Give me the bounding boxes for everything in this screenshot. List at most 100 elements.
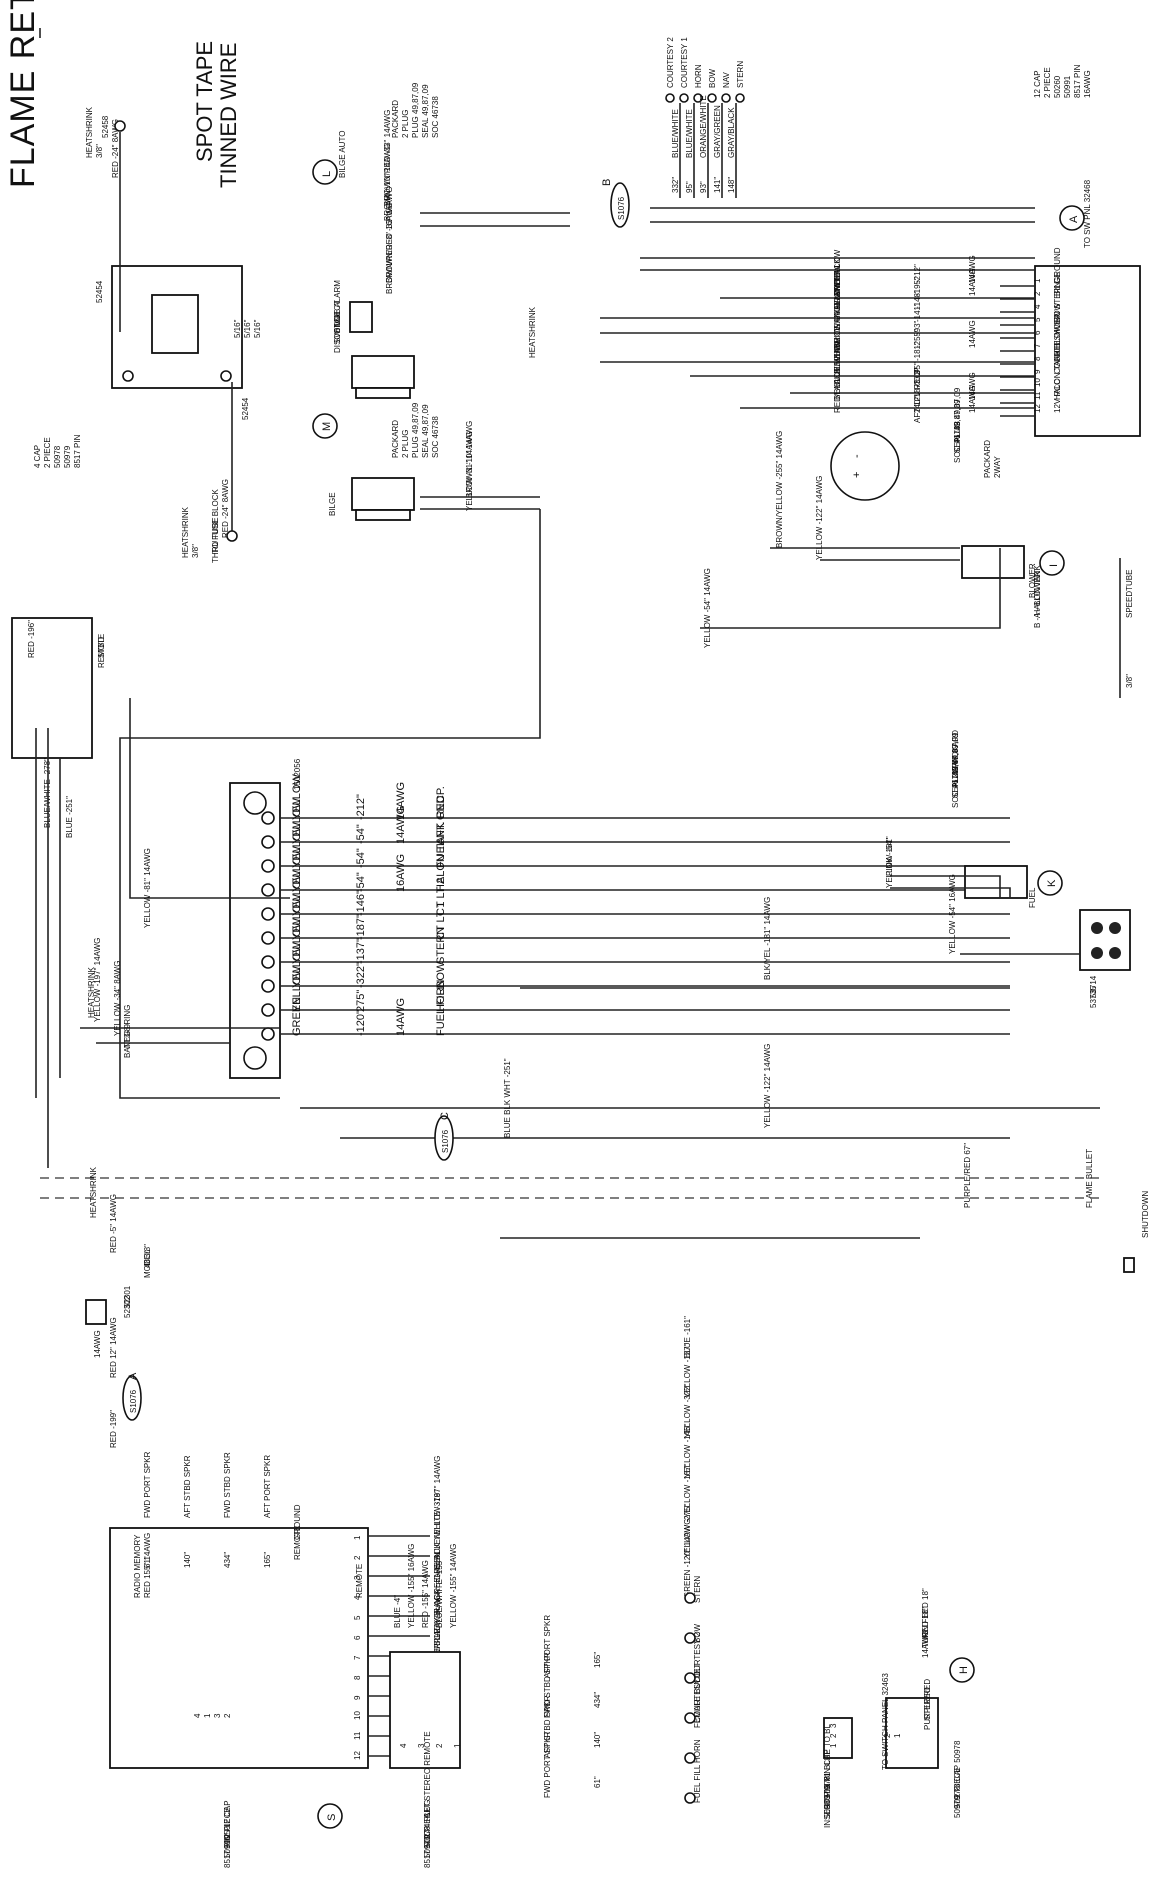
- bus-bar-row-gauge: 14AWG: [395, 998, 407, 1036]
- fuse-note-2: 48: [143, 1259, 152, 1268]
- connector-k-wire-2: YELLOW -54": [885, 838, 894, 888]
- aft-remote-wire: BLUE -4": [393, 1595, 402, 1628]
- stbd-remote-wire-3: RED -196": [27, 620, 36, 658]
- connector-l-desc-4: SEAL 49,87,09: [421, 84, 430, 138]
- breaker-part-3: 52454: [241, 397, 250, 420]
- plug-3pin-desc-5: INSERT PIN #1 BLUE TO BL: [823, 1724, 832, 1828]
- top-lead-terminal: [679, 93, 689, 103]
- connector-i-wire-2: YELLOW -122" 14AWG: [815, 476, 824, 560]
- connector-a: A TO SW PNL 32468 12 CAP 2 PIECE 50260 5…: [1033, 64, 1141, 437]
- connector-m-body: [351, 477, 415, 511]
- connector-a-pin-label: COURTESY: [1053, 329, 1062, 374]
- bottom-lead-spkr-len: 434": [593, 1692, 602, 1708]
- aft-remote-desc-2: 4 PLUG: [423, 1800, 432, 1828]
- top-lead-label: STERN: [736, 61, 745, 88]
- bottom-lead-wire: YELLOW -146": [683, 1423, 692, 1478]
- connector-a-pin-wire: BROWN: [833, 265, 842, 296]
- connector-l-sub-note-3: DISCONNECT: [333, 300, 342, 353]
- connector-h-pin-2: 2: [883, 1733, 892, 1738]
- top-lead-label: NAV: [722, 71, 731, 88]
- radio-spkr: AFT STBD SPKR: [183, 1455, 192, 1518]
- bottom-lead-label: COURTESY 1: [693, 1672, 702, 1723]
- stbd-remote-desc-3: 50978: [53, 445, 62, 468]
- aft-recp-body: [830, 431, 900, 501]
- bottom-lead-spkr: FWD PORT SPKR: [543, 1731, 552, 1798]
- connector-a-pin-len: 95": [913, 362, 922, 374]
- fuse-note-3: MODEL: [143, 1249, 152, 1278]
- connector-l-wire-1: BROWN/RED -33" 14AWG: [383, 110, 392, 206]
- bus-bar-row-label: CT LT 2: [435, 877, 447, 916]
- bottom-lead-label: STERN: [693, 1576, 702, 1603]
- aft-remote-wire: BLUE/WHITE -155": [435, 1558, 444, 1628]
- radio-pin-number: 8: [353, 1675, 362, 1680]
- breaker-len-1: 3/8": [95, 144, 104, 158]
- connector-k-label: FUEL: [1028, 887, 1037, 908]
- fuse-holder-body: [85, 1299, 107, 1325]
- bus-bar-row-wire: YELLOW: [291, 822, 303, 868]
- connector-i-wire-1: BROWN/YELLOW -255" 14AWG: [775, 431, 784, 548]
- bus-bar-stud: [261, 907, 275, 921]
- connector-i-body: [961, 545, 1025, 579]
- aft-recp-desc-3: SEAL 49,87,09: [953, 399, 962, 453]
- radio-pin-label: GROUND: [293, 1504, 302, 1540]
- bottom-lead-label: COURTESY 2: [693, 1632, 702, 1683]
- connector-m-desc-3: PLUG 49,87,09: [411, 402, 420, 458]
- radio-title-1: RADIO MEMORY: [133, 1534, 142, 1598]
- connector-a-pin-number: 11: [1033, 391, 1042, 400]
- connector-i-letter: I: [1048, 564, 1060, 567]
- aft-remote-pin-number: 4: [399, 1743, 408, 1748]
- connector-k-desc-1: PACKARD: [951, 730, 960, 768]
- bottom-lead-spkr-len: 165": [593, 1652, 602, 1668]
- radio-spkr: AFT PORT SPKR: [263, 1455, 272, 1518]
- aft-remote-desc-6: 8517 SOC: [423, 1830, 432, 1868]
- bottom-lead-wire: YELLOW -137": [683, 1343, 692, 1398]
- splice-c-text: S1076: [441, 1129, 450, 1153]
- left-wire-note-3: BATT: [123, 1038, 132, 1058]
- radio-pin-number: 3: [353, 1575, 362, 1580]
- connector-m-desc-1: PACKARD: [391, 420, 400, 458]
- block-pin-1: [1091, 947, 1103, 959]
- connector-a-pin-number: 5: [1033, 317, 1042, 322]
- connector-a-pin-len: -141": [913, 303, 922, 322]
- bus-bar-row-len: -54": [355, 824, 367, 844]
- flame-bullet-body: [1123, 1257, 1135, 1273]
- bus-bar-row-len: -120": [355, 1010, 367, 1036]
- bottom-lead-wire: YELLOW -275": [683, 1503, 692, 1558]
- connector-a-desc-2: 2 PIECE: [1043, 67, 1052, 98]
- connector-a-desc-4: 50991: [1063, 75, 1072, 98]
- block-4way-part-1: 53714: [1089, 975, 1098, 998]
- bottom-lead-terminal: [684, 1672, 696, 1684]
- connector-m-wire-1: BROWN -10" 14AWG: [465, 421, 474, 498]
- aft-remote-wire: RED -155" 14AWG: [421, 1560, 430, 1628]
- stbd-remote-pin-3: 3: [213, 1713, 222, 1718]
- connector-h-wire-1: RED 18": [921, 1607, 930, 1638]
- bus-bar-row-wire: YELLOW: [291, 942, 303, 988]
- breaker-to-fuse-2: THRU TUBE: [211, 517, 220, 563]
- long-wire-blk-yel-181: BLK/YEL -181" 14AWG: [763, 897, 772, 980]
- bus-bar-row-wire: YELLOW: [291, 870, 303, 916]
- connector-l-tab: [355, 387, 411, 399]
- bottom-lead-terminal: [684, 1792, 696, 1804]
- bus-bar-row-len: -137": [355, 938, 367, 964]
- connector-k-desc-5: SOC 46738: [951, 766, 960, 808]
- bus-bar-stud: [261, 883, 275, 897]
- bus-bar-stud: [261, 859, 275, 873]
- top-lead-terminal: [735, 93, 745, 103]
- connector-i-label: BLOWER: [1028, 563, 1037, 598]
- radio-desc-4: 50991: [223, 1835, 232, 1858]
- breaker-wire-2: RED -24" 8AWG: [221, 479, 230, 538]
- connector-l-sub-wire-1: BROWN/RED -33" 16AWG: [385, 187, 394, 283]
- connector-a-pin-label: BLOWER: [1053, 313, 1062, 348]
- block-4way-wire: YELLOW -54" 16AWG: [948, 874, 957, 954]
- radio-pin-number: 9: [353, 1695, 362, 1700]
- left-wire-note-2: NEG 9: [123, 1023, 132, 1048]
- block-pin-4: [1109, 922, 1121, 934]
- bus-bar-row-label: STERN: [435, 927, 447, 964]
- title-flame-retardant: FLAME RETARDANT: [4, 0, 42, 188]
- splice-a: [122, 1375, 142, 1421]
- bus-bar-row-len: -187": [355, 914, 367, 940]
- radio-badge: [317, 1803, 343, 1829]
